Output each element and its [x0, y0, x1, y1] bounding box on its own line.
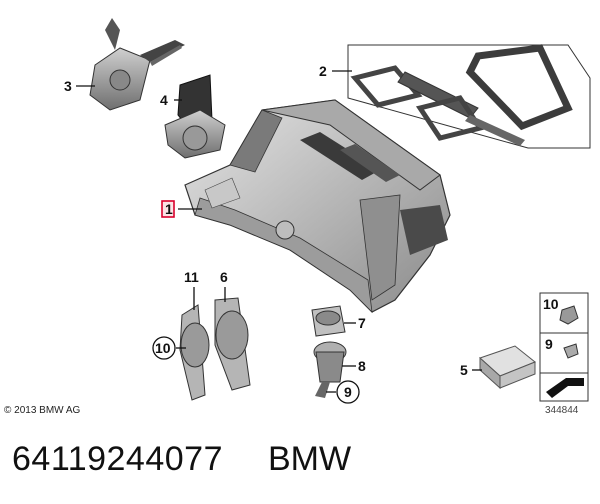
- callout-6: 6: [220, 269, 228, 285]
- callout-3: 3: [64, 78, 72, 94]
- callout-10-box: 10: [543, 296, 559, 312]
- nut-icon: [559, 305, 579, 325]
- small-parts-panel: [539, 292, 589, 402]
- callout-4: 4: [160, 92, 168, 108]
- part-number: 64119244077: [12, 440, 223, 478]
- callout-10-circle: 10: [155, 340, 171, 356]
- diagram-id: 344844: [545, 405, 579, 416]
- callout-9-box: 9: [545, 336, 553, 352]
- callout-7: 7: [358, 315, 366, 331]
- heater-housing-part-1: [184, 99, 451, 314]
- brand-name: BMW: [268, 440, 352, 478]
- grommet-part-7: [311, 305, 346, 337]
- callout-5: 5: [460, 362, 468, 378]
- seal-plate-part-11: [179, 304, 210, 401]
- seal-set-part-2: [347, 44, 591, 149]
- callout-11: 11: [184, 269, 199, 285]
- screw-icon: [563, 343, 579, 359]
- servo-motor-part-4: [164, 74, 226, 159]
- hose-connector-part-8: [313, 341, 347, 398]
- arrow-icon: [546, 378, 584, 398]
- callout-9-circle: 9: [344, 384, 352, 400]
- parts-diagram: 1 2 3 4 5 6 7 8 11 10 9 10 9: [64, 18, 591, 404]
- callout-1-highlight: [161, 200, 175, 218]
- callout-8: 8: [358, 358, 366, 374]
- callout-1: 1: [165, 201, 173, 217]
- callout-2: 2: [319, 63, 327, 79]
- seal-plate-part-6: [214, 297, 251, 391]
- actuator-assembly-part-3: [89, 18, 185, 111]
- copyright-text: © 2013 BMW AG: [4, 405, 81, 416]
- pad-part-5: [479, 345, 536, 390]
